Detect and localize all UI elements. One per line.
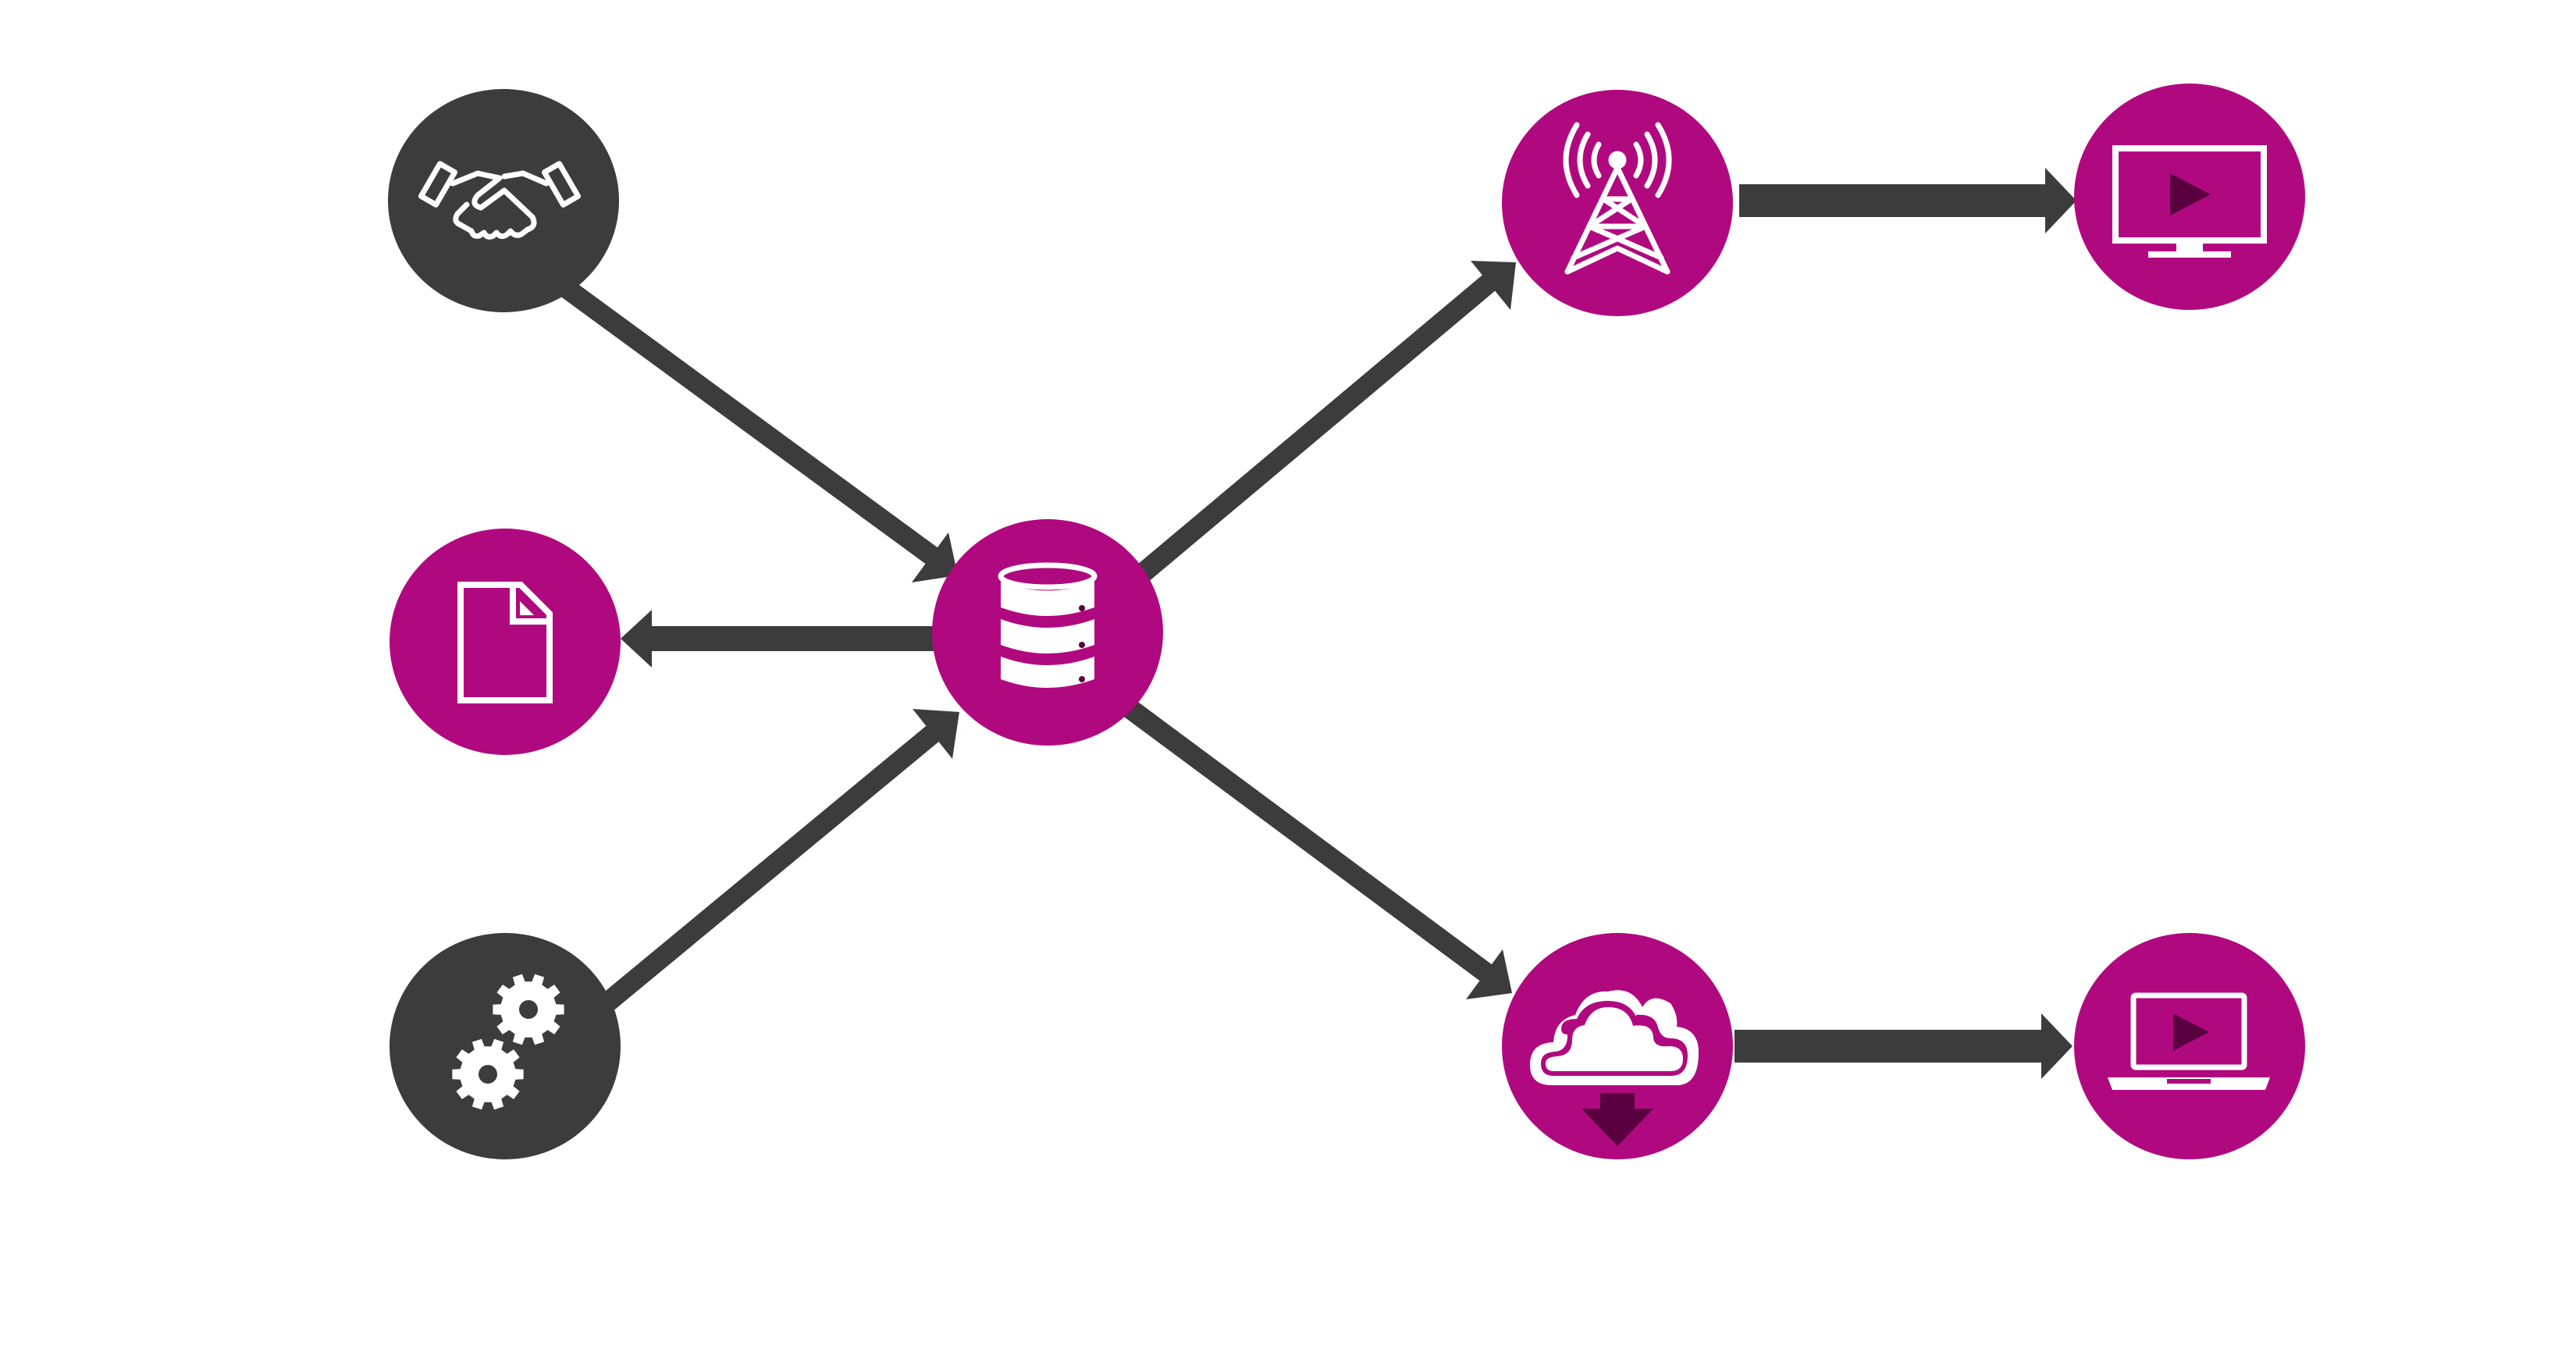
tv-play-icon (2112, 145, 2267, 258)
gears-icon (452, 974, 564, 1110)
arrow-broadcast-to-tv (1739, 168, 2076, 233)
arrow-database-to-document (621, 610, 945, 668)
cloud-download-icon (1530, 990, 1699, 1146)
broadcast-tower-icon (1563, 122, 1672, 275)
arrow-partnership-to-database (556, 276, 958, 582)
gear-hole (479, 1065, 497, 1084)
gear-hole (519, 1000, 538, 1019)
node-laptop (2074, 933, 2305, 1159)
arrow-processing-to-database (600, 709, 959, 1012)
document-icon (457, 582, 553, 703)
node-database (932, 519, 1163, 746)
node-processing (390, 933, 621, 1159)
node-tv (2074, 84, 2305, 310)
laptop-play-icon (2108, 992, 2270, 1090)
database-icon (998, 562, 1098, 688)
arrow-database-to-cloud (1118, 696, 1512, 999)
node-cloud (1502, 933, 1733, 1159)
arrows (556, 168, 2076, 1079)
node-partnership (388, 89, 619, 312)
node-document (390, 529, 621, 755)
arrow-database-to-broadcast (1135, 261, 1516, 582)
handshake-icon (418, 161, 582, 240)
node-broadcast (1502, 90, 1733, 316)
arrow-cloud-to-laptop (1735, 1013, 2073, 1079)
